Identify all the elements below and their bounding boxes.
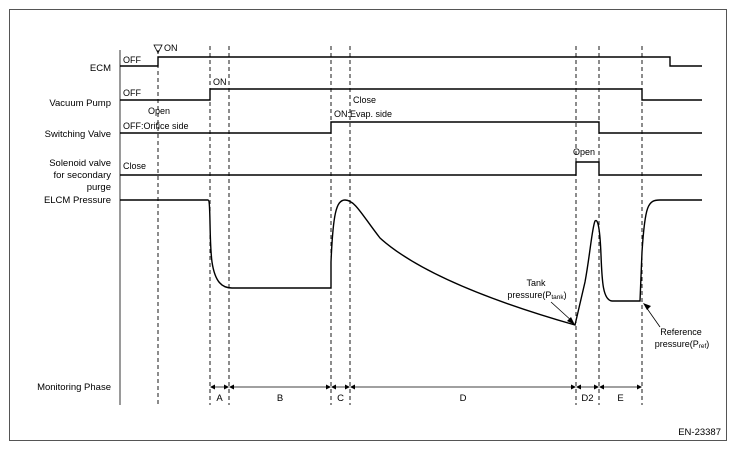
phase-label-b: B <box>277 393 283 404</box>
ecm-on-marker-icon <box>153 44 163 54</box>
valve-open-label: Open <box>148 106 170 116</box>
switching-valve-signal <box>120 121 702 134</box>
row-label-solenoid-3: purge <box>87 182 111 193</box>
solenoid-open-label: Open <box>573 147 595 157</box>
solenoid-close-label: Close <box>123 161 146 171</box>
phase-label-a: A <box>216 393 223 404</box>
ref-pointer-arrow-icon <box>643 303 651 310</box>
ecm-signal <box>120 56 702 67</box>
ref-label-line1: Reference <box>660 327 702 337</box>
pump-off-label: OFF <box>123 88 141 98</box>
phase-label-c: C <box>337 393 344 404</box>
figure-id: EN-23387 <box>678 427 721 438</box>
elcm-pressure-curve <box>120 199 702 326</box>
tank-label-line2: pressure(Ptank) <box>507 290 566 301</box>
row-label-switching-valve: Switching Valve <box>45 129 111 140</box>
tank-label-line1: Tank <box>526 278 546 288</box>
phase-label-d2: D2 <box>581 393 593 404</box>
row-label-vacuum-pump: Vacuum Pump <box>49 98 111 109</box>
phase-boundaries <box>157 46 643 405</box>
valve-on-label: ON:Evap. side <box>334 109 392 119</box>
valve-close-label: Close <box>353 95 376 105</box>
ref-label-main: pressure(P <box>655 339 699 349</box>
ecm-off-label: OFF <box>123 55 141 65</box>
tank-label-sub: tank <box>551 294 564 301</box>
row-label-ecm: ECM <box>90 63 111 74</box>
ref-label-line2: pressure(Pref) <box>655 339 710 350</box>
solenoid-valve-signal <box>120 161 702 176</box>
phase-label-e: E <box>617 393 623 404</box>
tank-label-main: pressure(P <box>507 290 551 300</box>
diagram-frame <box>9 9 727 441</box>
vacuum-pump-signal <box>120 88 702 101</box>
phase-label-d: D <box>460 393 467 404</box>
tank-pointer-line <box>550 301 574 323</box>
valve-off-label: OFF:Orifice side <box>123 121 189 131</box>
row-label-elcm-pressure: ELCM Pressure <box>44 195 111 206</box>
ref-label-end: ) <box>706 339 709 349</box>
tank-pointer-arrow-icon <box>567 317 575 325</box>
ref-pointer-line <box>645 306 661 328</box>
ref-label-sub: ref <box>699 343 707 350</box>
row-label-solenoid-1: Solenoid valve <box>49 158 111 169</box>
tank-label-end: ) <box>564 290 567 300</box>
phase-arrows <box>210 384 642 390</box>
ecm-on-label: ON <box>164 43 178 53</box>
row-label-solenoid-2: for secondary <box>53 170 111 181</box>
pump-on-label: ON <box>213 77 227 87</box>
row-label-monitoring-phase: Monitoring Phase <box>37 382 111 393</box>
